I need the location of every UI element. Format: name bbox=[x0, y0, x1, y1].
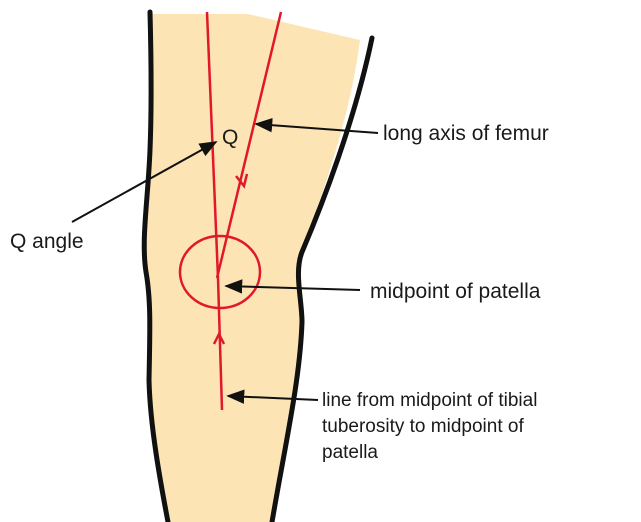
femur-axis-label: long axis of femur bbox=[383, 122, 549, 145]
q-angle-label: Q angle bbox=[10, 230, 84, 253]
tibial-line-label-3: patella bbox=[322, 442, 378, 463]
q-marker-label: Q bbox=[222, 126, 238, 149]
patella-midpoint-label: midpoint of patella bbox=[370, 280, 541, 303]
tibial-line-label-2: tuberosity to midpoint of bbox=[322, 416, 524, 437]
tibial-line-label-1: line from midpoint of tibial bbox=[322, 390, 537, 411]
